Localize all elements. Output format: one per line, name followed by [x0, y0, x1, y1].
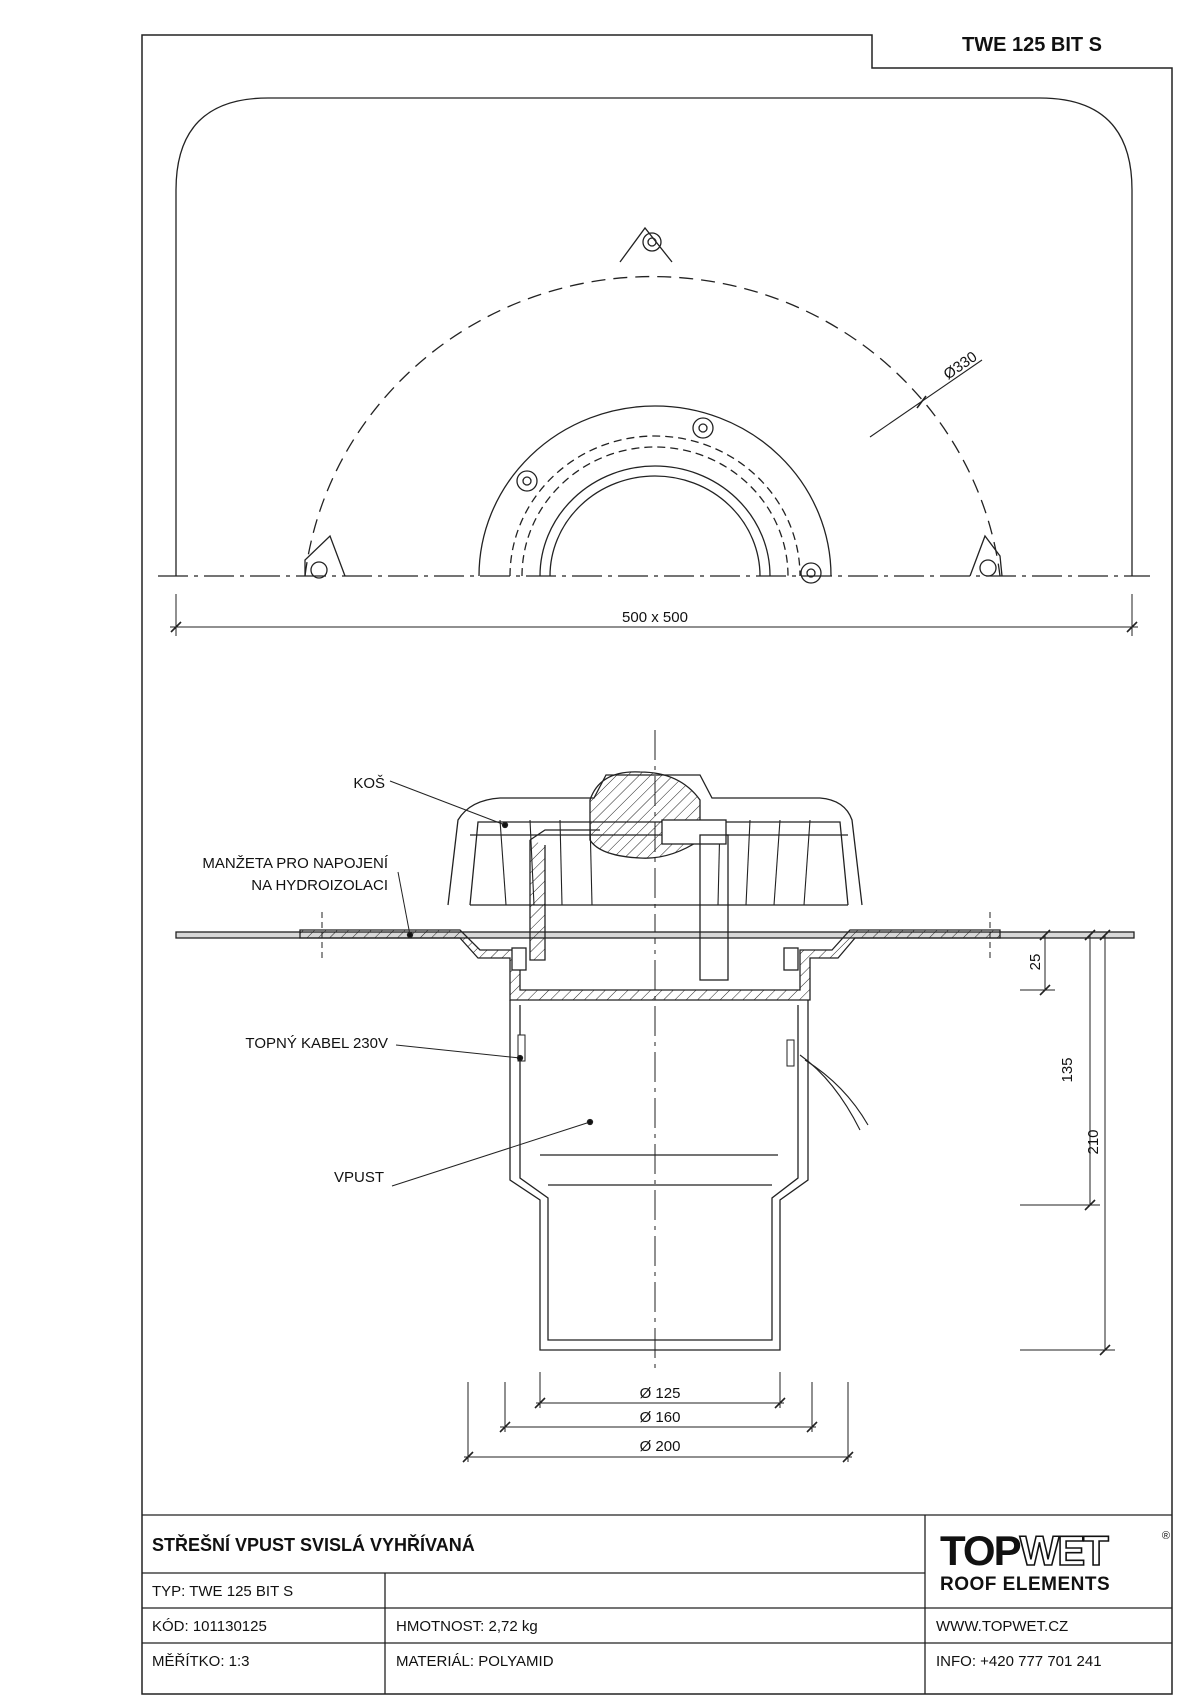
- membrane-flange: [175, 931, 1135, 939]
- screw-left: [516, 470, 538, 492]
- dim-160-label: Ø 160: [640, 1409, 681, 1426]
- kod-field: KÓD: 101130125: [152, 1618, 267, 1635]
- outlet-body: [509, 1000, 809, 1351]
- label-vpust: VPUST: [334, 1169, 384, 1186]
- title-block-grid: [142, 1514, 1172, 1694]
- basket-hub: [589, 771, 701, 859]
- material-field: MATERIÁL: POLYAMID: [396, 1653, 554, 1670]
- topwet-logo: TOPWET ® ROOF ELEMENTS: [940, 1527, 1172, 1602]
- brand-wet: WET: [1019, 1527, 1110, 1574]
- label-kos: KOŠ: [353, 775, 385, 792]
- info-phone: INFO: +420 777 701 241: [936, 1653, 1102, 1670]
- dim-200-label: Ø 200: [640, 1438, 681, 1455]
- basket-dashed-outline: [304, 275, 1001, 577]
- diameter-330-label: Ø330: [941, 348, 981, 383]
- screw-right: [800, 562, 822, 584]
- drawing-code-title: TWE 125 BIT S: [961, 33, 1103, 56]
- diameter-leader: [869, 359, 983, 438]
- lug-right-hole: [979, 559, 997, 577]
- label-manzeta-2: NA HYDROIZOLACI: [251, 877, 388, 894]
- dim-125-label: Ø 125: [640, 1385, 681, 1402]
- label-manzeta-1: MANŽETA PRO NAPOJENÍ: [202, 855, 388, 872]
- hmotnost-field: HMOTNOST: 2,72 kg: [396, 1618, 538, 1635]
- drawing-title: STŘEŠNÍ VPUST SVISLÁ VYHŘÍVANÁ: [152, 1534, 475, 1555]
- size-500-label: 500 x 500: [622, 609, 688, 626]
- outlet-ring-dash1: [509, 435, 801, 577]
- dim-135-label: 135: [1059, 1057, 1076, 1082]
- outlet-ring-outer: [478, 405, 832, 577]
- basket-leg-left: [529, 840, 546, 961]
- heating-cable-left: [517, 1034, 526, 1062]
- brand-subtitle: ROOF ELEMENTS: [940, 1574, 1111, 1595]
- heating-cable-lead: [799, 1054, 861, 1131]
- meritko-field: MĚŘÍTKO: 1:3: [152, 1653, 250, 1670]
- outlet-ring-inner: [539, 465, 771, 577]
- lug-top: [619, 226, 673, 263]
- typ-field: TYP: TWE 125 BIT S: [152, 1583, 294, 1600]
- registered-mark: ®: [1161, 1530, 1170, 1542]
- brand-top: TOP: [940, 1527, 1022, 1574]
- flange-outline: [175, 97, 1133, 576]
- web-link[interactable]: WWW.TOPWET.CZ: [936, 1618, 1069, 1635]
- screw-top: [692, 417, 714, 439]
- dim-210-label: 210: [1085, 1129, 1102, 1154]
- lug-top-hole: [642, 232, 662, 252]
- brand-wordmark: TOPWET: [940, 1527, 1172, 1574]
- heating-cable-right: [786, 1039, 795, 1067]
- dim-25-label: 25: [1027, 954, 1044, 971]
- label-topny-kabel: TOPNÝ KABEL 230V: [245, 1035, 388, 1052]
- outlet-flange-section: [299, 929, 1001, 1001]
- top-view: [158, 97, 1150, 636]
- lug-left: [304, 534, 346, 577]
- lug-right: [969, 534, 1003, 577]
- section-view: [175, 730, 1135, 1463]
- lug-left-hole: [310, 561, 328, 579]
- sheet-frame: [141, 34, 1173, 1695]
